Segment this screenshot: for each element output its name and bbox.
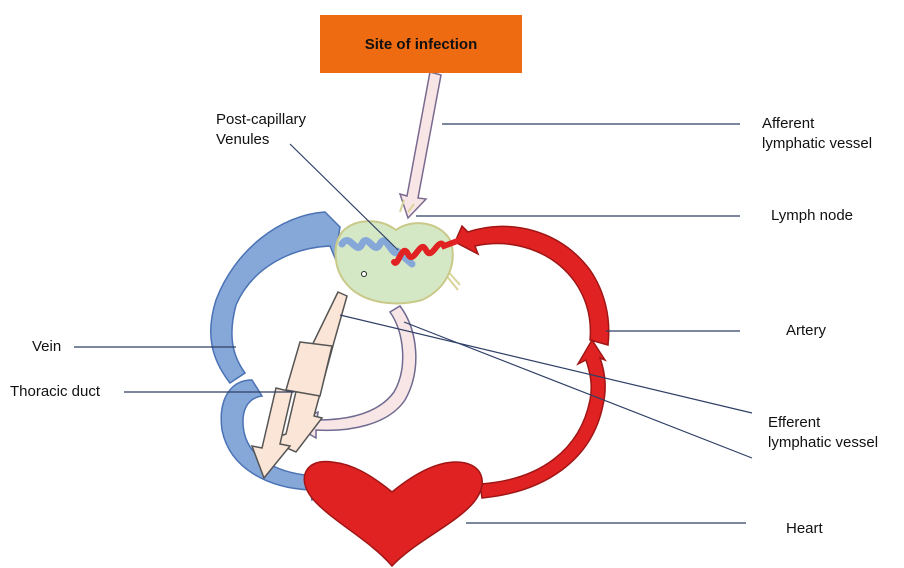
thoracic-duct-tail: [286, 342, 332, 396]
post-capillary-line-1: Post-capillary: [216, 110, 306, 130]
artery-label: Artery: [786, 321, 826, 341]
afferent-line-1: Afferent: [762, 114, 872, 134]
thoracic-duct-label: Thoracic duct: [10, 382, 100, 402]
lymph-node-label: Lymph node: [771, 206, 853, 226]
post-capillary-label: Post-capillary Venules: [216, 110, 306, 150]
vein-label: Vein: [32, 337, 61, 357]
efferent-line-2: lymphatic vessel: [768, 433, 878, 453]
afferent-label: Afferent lymphatic vessel: [762, 114, 872, 154]
heart-label: Heart: [786, 519, 823, 539]
artery-arrow: [455, 226, 609, 498]
site-of-infection-label: Site of infection: [365, 36, 478, 53]
afferent-vessel-arrow: [400, 72, 441, 218]
afferent-line-2: lymphatic vessel: [762, 134, 872, 154]
heart-shape: [304, 461, 482, 566]
efferent-line-1: Efferent: [768, 413, 878, 433]
efferent-label: Efferent lymphatic vessel: [768, 413, 878, 453]
post-capillary-line-2: Venules: [216, 130, 306, 150]
site-of-infection-box: Site of infection: [320, 15, 522, 73]
